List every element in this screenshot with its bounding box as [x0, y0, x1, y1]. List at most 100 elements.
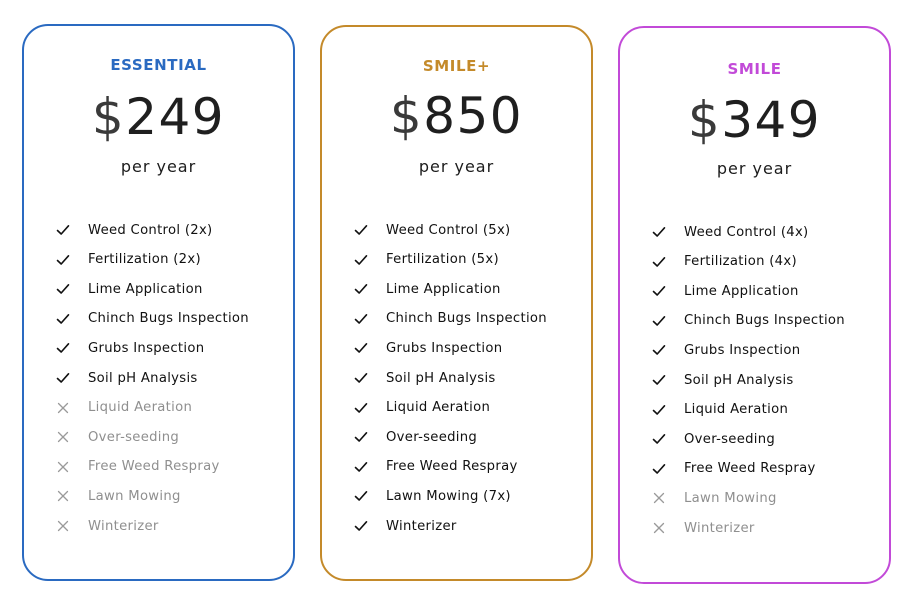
- feature-label: Chinch Bugs Inspection: [684, 313, 845, 329]
- feature-label: Grubs Inspection: [684, 342, 801, 358]
- feature-label: Chinch Bugs Inspection: [386, 311, 547, 327]
- check-icon: [354, 430, 368, 444]
- feature-label: Weed Control (2x): [88, 222, 213, 238]
- feature-label: Soil pH Analysis: [684, 372, 794, 388]
- plan-period: per year: [716, 159, 793, 178]
- feature-item: Fertilization (2x): [56, 249, 201, 271]
- feature-label: Liquid Aeration: [88, 400, 193, 416]
- feature-item: Free Weed Respray: [652, 458, 816, 480]
- feature-item: Liquid Aeration: [652, 399, 788, 421]
- plan-card-smile-plus: SMILE+ $850 per year Weed Control (5x) Fe…: [320, 25, 593, 581]
- check-icon: [354, 371, 368, 385]
- feature-label: Lawn Mowing: [684, 490, 777, 506]
- feature-label: Grubs Inspection: [88, 340, 205, 356]
- check-icon: [652, 432, 666, 446]
- feature-item: Over-seeding: [652, 428, 775, 450]
- feature-label: Over-seeding: [386, 429, 478, 445]
- check-icon: [354, 312, 368, 326]
- plan-price: $249: [24, 92, 293, 142]
- plan-name: SMILE+: [422, 57, 491, 75]
- price-currency: $: [91, 88, 126, 146]
- feature-label: Lime Application: [88, 281, 203, 297]
- x-icon: [56, 519, 70, 533]
- feature-item: Lawn Mowing: [652, 487, 777, 509]
- feature-item: Winterizer: [56, 515, 159, 537]
- feature-item: Winterizer: [354, 515, 457, 537]
- feature-label: Weed Control (5x): [386, 222, 511, 238]
- feature-label: Soil pH Analysis: [88, 370, 198, 386]
- feature-label: Fertilization (4x): [684, 254, 797, 270]
- feature-item: Weed Control (5x): [354, 219, 511, 241]
- check-icon: [56, 341, 70, 355]
- x-icon: [652, 491, 666, 505]
- plan-price: $850: [322, 91, 591, 141]
- x-icon: [56, 489, 70, 503]
- feature-label: Free Weed Respray: [684, 461, 816, 477]
- feature-item: Weed Control (4x): [652, 221, 809, 243]
- feature-item: Free Weed Respray: [56, 456, 220, 478]
- price-currency: $: [687, 91, 722, 149]
- feature-label: Grubs Inspection: [386, 340, 503, 356]
- x-icon: [56, 430, 70, 444]
- plan-period: per year: [418, 157, 495, 176]
- plan-name: ESSENTIAL: [110, 56, 207, 74]
- x-icon: [56, 460, 70, 474]
- feature-item: Fertilization (5x): [354, 249, 499, 271]
- feature-label: Winterizer: [386, 518, 457, 534]
- plan-period: per year: [120, 157, 197, 176]
- plan-card-essential: ESSENTIAL $249 per year Weed Control (2x…: [22, 24, 295, 581]
- feature-label: Soil pH Analysis: [386, 370, 496, 386]
- feature-item: Lime Application: [354, 278, 501, 300]
- feature-item: Soil pH Analysis: [652, 369, 794, 391]
- check-icon: [56, 312, 70, 326]
- check-icon: [354, 223, 368, 237]
- feature-item: Lime Application: [56, 278, 203, 300]
- feature-item: Free Weed Respray: [354, 456, 518, 478]
- feature-label: Liquid Aeration: [684, 402, 789, 418]
- check-icon: [56, 223, 70, 237]
- check-icon: [354, 489, 368, 503]
- check-icon: [652, 462, 666, 476]
- check-icon: [652, 403, 666, 417]
- check-icon: [354, 401, 368, 415]
- check-icon: [56, 253, 70, 267]
- price-amount: 850: [423, 87, 524, 145]
- feature-item: Chinch Bugs Inspection: [354, 308, 547, 330]
- check-icon: [354, 519, 368, 533]
- feature-item: Grubs Inspection: [652, 339, 800, 361]
- feature-label: Liquid Aeration: [386, 400, 491, 416]
- x-icon: [652, 521, 666, 535]
- feature-item: Lawn Mowing (7x): [354, 485, 511, 507]
- check-icon: [652, 255, 666, 269]
- feature-label: Lawn Mowing: [88, 488, 181, 504]
- check-icon: [652, 373, 666, 387]
- plan-price: $349: [620, 95, 889, 145]
- feature-label: Lime Application: [386, 281, 501, 297]
- check-icon: [652, 314, 666, 328]
- check-icon: [354, 253, 368, 267]
- feature-item: Winterizer: [652, 517, 755, 539]
- check-icon: [354, 341, 368, 355]
- feature-label: Fertilization (5x): [386, 252, 499, 268]
- check-icon: [652, 284, 666, 298]
- check-icon: [652, 225, 666, 239]
- feature-label: Weed Control (4x): [684, 224, 809, 240]
- feature-item: Over-seeding: [354, 426, 477, 448]
- check-icon: [354, 460, 368, 474]
- feature-item: Grubs Inspection: [56, 337, 204, 359]
- feature-label: Fertilization (2x): [88, 252, 201, 268]
- feature-label: Over-seeding: [684, 431, 776, 447]
- feature-item: Chinch Bugs Inspection: [56, 308, 249, 330]
- feature-label: Lawn Mowing (7x): [386, 488, 511, 504]
- price-currency: $: [389, 87, 424, 145]
- feature-item: Soil pH Analysis: [56, 367, 198, 389]
- check-icon: [56, 371, 70, 385]
- feature-label: Winterizer: [684, 520, 755, 536]
- check-icon: [56, 282, 70, 296]
- feature-label: Winterizer: [88, 518, 159, 534]
- price-amount: 249: [125, 88, 226, 146]
- feature-label: Free Weed Respray: [88, 459, 220, 475]
- check-icon: [354, 282, 368, 296]
- plan-name: SMILE: [727, 60, 782, 78]
